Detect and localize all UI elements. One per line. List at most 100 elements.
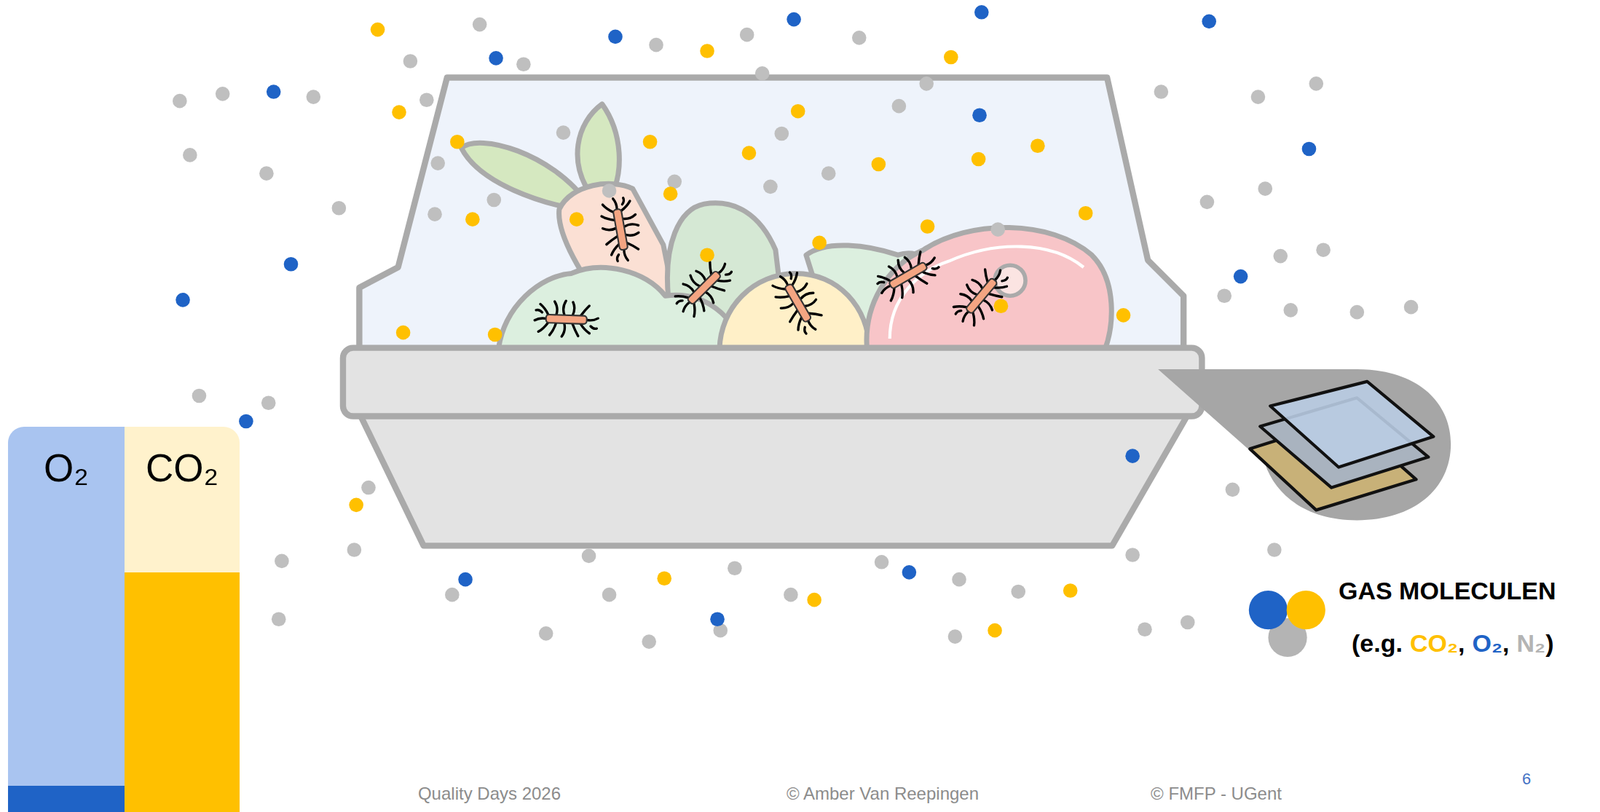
nitrogen-molecule (1010, 584, 1026, 600)
carbon-dioxide-molecule (1116, 308, 1131, 323)
nitrogen-molecule (581, 549, 597, 564)
carbon-dioxide-molecule (1063, 583, 1078, 598)
carbon-dioxide-molecule (920, 219, 936, 234)
nitrogen-molecule (990, 222, 1006, 237)
page-number: 6 (1522, 769, 1531, 789)
nitrogen-molecule (1180, 615, 1196, 630)
nitrogen-molecule (763, 179, 778, 195)
nitrogen-molecule (1308, 76, 1324, 92)
bacteria (533, 300, 599, 338)
nitrogen-molecule (602, 183, 617, 199)
food (460, 104, 1112, 352)
legend-row: (e.g.CO₂,O₂,N₂) (1351, 629, 1554, 658)
bacteria (766, 266, 830, 340)
nitrogen-molecule (892, 99, 907, 114)
carbon-dioxide-molecule (487, 327, 503, 343)
nitrogen-molecule (1125, 547, 1140, 563)
nitrogen-molecule (774, 126, 789, 142)
tray-base (359, 412, 1189, 546)
gas-level (8, 785, 125, 812)
meat (866, 227, 1112, 352)
bacteria (871, 243, 945, 307)
nitrogen-molecule (1137, 621, 1153, 637)
carbon-dioxide-molecule (656, 570, 672, 586)
nitrogen-molecule (1257, 181, 1273, 196)
oxygen-molecule (266, 84, 282, 100)
nitrogen-molecule (538, 626, 554, 641)
oxygen-molecule (175, 292, 191, 308)
nitrogen-molecule (1225, 482, 1241, 498)
nitrogen-molecule (516, 56, 531, 72)
legend-text: N₂ (1516, 629, 1546, 658)
carbon-dioxide-molecule (396, 325, 411, 341)
nitrogen-molecule (215, 86, 231, 102)
oxygen-molecule (458, 572, 473, 587)
bar-label: O₂ (8, 445, 125, 491)
carbon-dioxide-molecule (450, 134, 465, 150)
carbon-dioxide-molecule (465, 211, 480, 227)
bar-label: CO₂ (124, 445, 240, 491)
oxygen-molecule (488, 50, 504, 66)
legend-punctuation: ) (1545, 629, 1554, 658)
carbon-dioxide-molecule (1078, 206, 1094, 221)
oxygen-molecule (1125, 448, 1140, 464)
nitrogen-molecule (259, 166, 274, 181)
oxygen-molecule (608, 29, 623, 45)
film-layer (1270, 381, 1434, 468)
footer-text: Quality Days 2026 (418, 783, 561, 805)
nitrogen-molecule (1154, 84, 1169, 100)
nitrogen-molecules (172, 17, 1418, 649)
legend-punctuation: , (1457, 629, 1465, 658)
nitrogen-molecule (444, 587, 460, 603)
carbon-dioxide-molecule (370, 22, 386, 38)
legend-text: CO₂ (1409, 629, 1458, 658)
nitrogen-molecule (430, 155, 445, 171)
nitrogen-molecule (1216, 288, 1232, 303)
nitrogen-molecule (727, 560, 743, 576)
gas-bar: CO₂ (124, 426, 240, 812)
nitrogen-molecule (1251, 89, 1266, 105)
nitrogen-molecule (1350, 305, 1365, 320)
carbon-dioxide-molecule (994, 298, 1009, 314)
footer-text: © Amber Van Reepingen (786, 783, 979, 805)
carbon-dioxide-molecule (943, 50, 959, 65)
bacteria (668, 251, 739, 322)
nitrogen-molecule (361, 480, 376, 496)
carbon-dioxide-molecule (699, 43, 715, 59)
oxygen-molecule (786, 12, 802, 27)
carbon-dioxide-molecule (812, 235, 827, 251)
carbon-dioxide-molecule (663, 186, 679, 202)
oxygen-molecule (902, 565, 917, 580)
nitrogen-molecule (1315, 242, 1331, 258)
oxygen-molecule (1302, 142, 1317, 157)
nitrogen-molecule (486, 192, 502, 208)
gas-bar: O₂ (8, 426, 125, 812)
nitrogen-molecule (783, 587, 799, 603)
legend-punctuation: , (1502, 629, 1509, 658)
nitrogen-molecule (948, 629, 963, 644)
nitrogen-molecule (556, 125, 571, 140)
nitrogen-molecule (182, 147, 198, 163)
tray-rim (343, 348, 1202, 417)
nitrogen-molecule (427, 206, 443, 222)
oxygen-molecule (710, 611, 725, 627)
carbon-dioxide-molecule (987, 623, 1003, 638)
gas-level (124, 572, 240, 812)
legend-swatch (1248, 590, 1288, 630)
carbon-dioxide-molecule (1030, 139, 1046, 154)
nitrogen-molecule (1267, 542, 1282, 558)
nitrogen-molecule (1404, 300, 1419, 315)
carbon-dioxide-molecule (971, 152, 987, 167)
carbon-dioxide-molecule (391, 104, 407, 120)
oxygen-molecule (1233, 269, 1249, 285)
nitrogen-molecule (641, 634, 657, 649)
nitrogen-molecule (472, 17, 488, 33)
nitrogen-molecule (852, 30, 867, 46)
nitrogen-molecule (261, 395, 277, 411)
oxygen-molecule (284, 257, 299, 272)
nitrogen-molecule (739, 27, 755, 43)
nitrogen-molecule (1273, 249, 1288, 264)
